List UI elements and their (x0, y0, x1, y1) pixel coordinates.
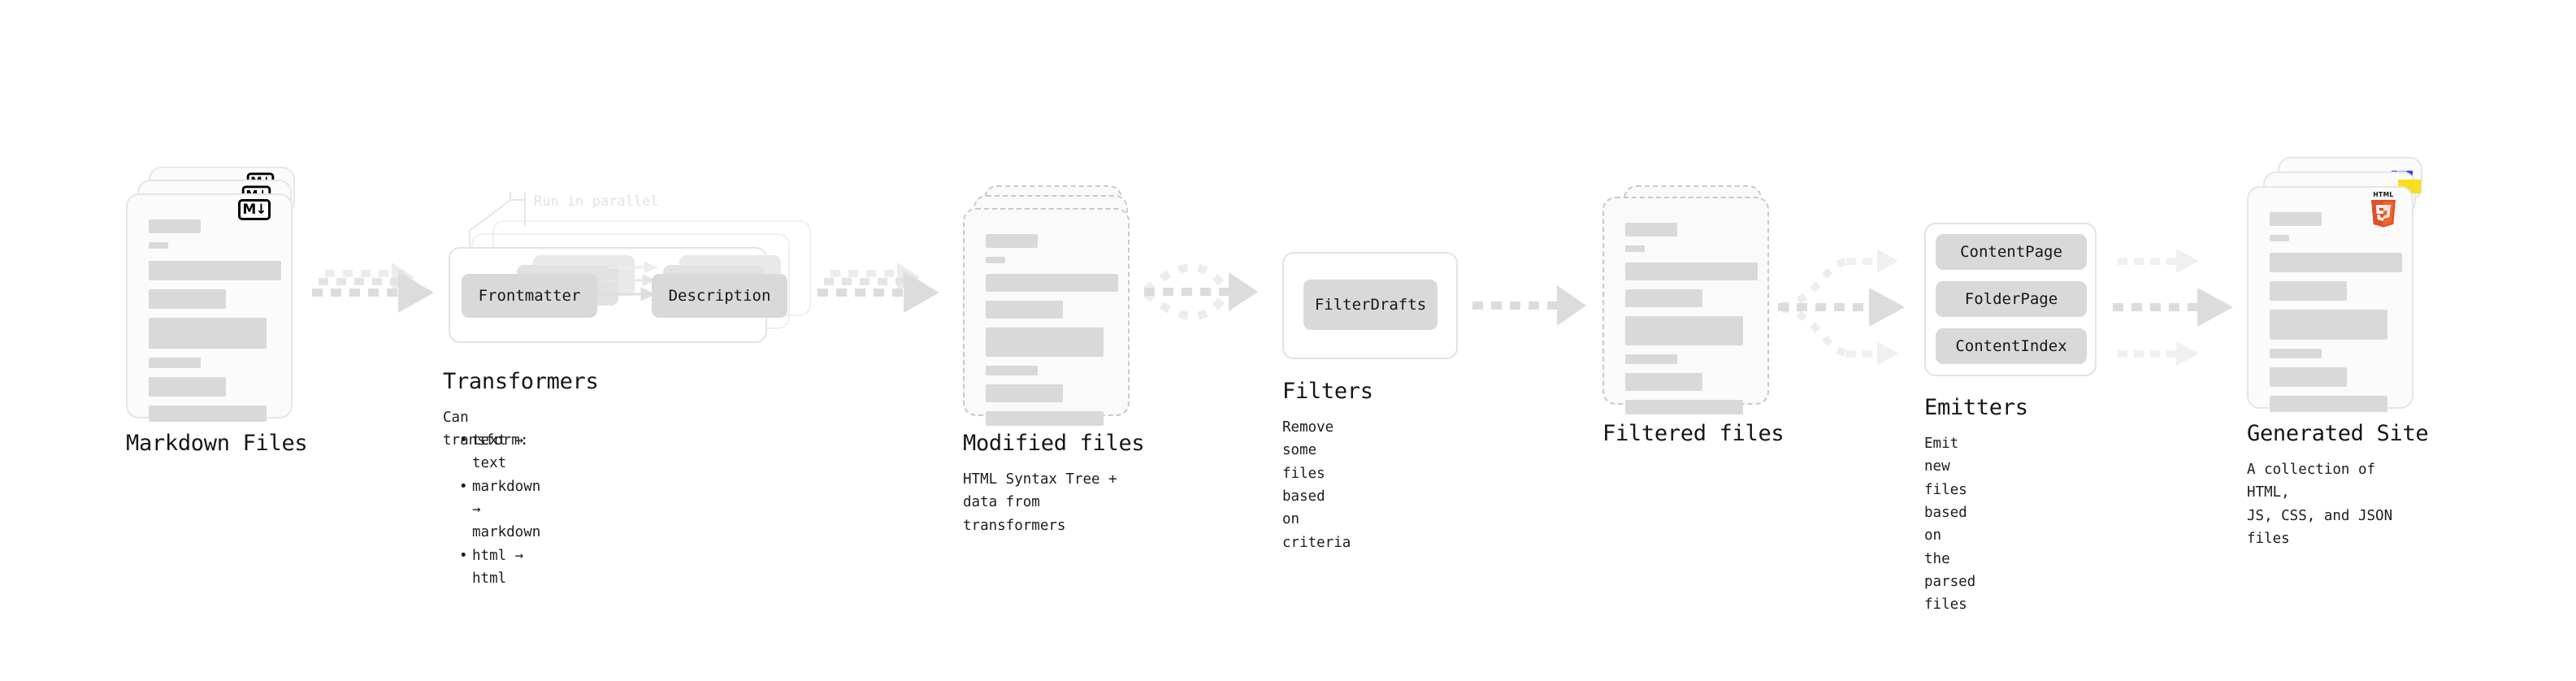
html5-badge-icon: HTML (2371, 191, 2396, 228)
transformers-title: Transformers (443, 369, 599, 394)
transformers-bullets: text → text markdown → markdown html → h… (456, 429, 540, 590)
svg-text:HTML: HTML (2373, 191, 2393, 198)
transformer-bullet-2: html → html (459, 544, 540, 591)
filtered-files-title: Filtered files (1602, 421, 1785, 446)
connector-emitters-to-site (2113, 249, 2233, 366)
emitter-chip-contentpage[interactable]: ContentPage (1936, 234, 2087, 270)
run-in-parallel-label: Run in parallel (534, 193, 659, 210)
transformer-bullet-0: text → text (459, 429, 540, 475)
modified-file-stack (963, 185, 1138, 426)
connector-filtered-to-emitters (1778, 249, 1905, 366)
connector-modified-to-filters (1143, 263, 1258, 320)
modified-files-title: Modified files (963, 431, 1145, 456)
connector-filters-to-filtered (1472, 285, 1586, 326)
transformer-chip-description[interactable]: Description (652, 274, 787, 318)
markdown-badge-front: M↓ (238, 199, 271, 220)
markdown-card-front (126, 193, 293, 422)
modified-files-subtitle: HTML Syntax Tree + data from transformer… (963, 471, 1117, 534)
emitter-chip-contentindex[interactable]: ContentIndex (1936, 328, 2087, 364)
stage-generated-site: CSS HTML (2247, 157, 2429, 547)
stage-modified-files: Modified files HTML Syntax Tree + data f… (963, 185, 1145, 534)
emitter-chip-folderpage[interactable]: FolderPage (1936, 281, 2087, 317)
connector-transformers-to-modified (817, 262, 939, 313)
generated-site-title: Generated Site (2247, 421, 2429, 446)
markdown-file-stack: M↓ M↓ M↓ (126, 167, 301, 422)
filters-title: Filters (1282, 379, 1373, 404)
html5-badge: HTML (2367, 190, 2400, 228)
emitters-subtitle: Emit new files based on the parsed files (1924, 436, 1976, 614)
transformer-chip-frontmatter[interactable]: Frontmatter (462, 274, 597, 318)
filtered-file-stack (1602, 185, 1777, 421)
markdown-files-title: Markdown Files (126, 431, 308, 456)
generated-site-subtitle: A collection of HTML, JS, CSS, and JSON … (2247, 462, 2393, 548)
stage-markdown-files: M↓ M↓ M↓ Markdown Files (126, 167, 308, 456)
emitters-title: Emitters (1924, 395, 2028, 420)
modified-card-front (963, 208, 1130, 426)
stage-filtered-files: Filtered files (1602, 185, 1785, 446)
connector-frontmatter-to-description (595, 261, 658, 301)
generated-skeleton (2249, 188, 2412, 412)
filters-subtitle: Remove some files based on criteria (1282, 419, 1351, 551)
filtered-skeleton (1604, 198, 1767, 414)
modified-skeleton (965, 210, 1128, 426)
generated-site-stack: CSS HTML (2247, 157, 2426, 417)
filter-chip-filterdrafts[interactable]: FilterDrafts (1303, 280, 1438, 330)
transformer-bullet-1: markdown → markdown (459, 475, 540, 544)
markdown-skeleton (128, 195, 291, 422)
connector-markdown-to-transformers (312, 262, 434, 313)
filtered-card-front (1602, 197, 1769, 414)
